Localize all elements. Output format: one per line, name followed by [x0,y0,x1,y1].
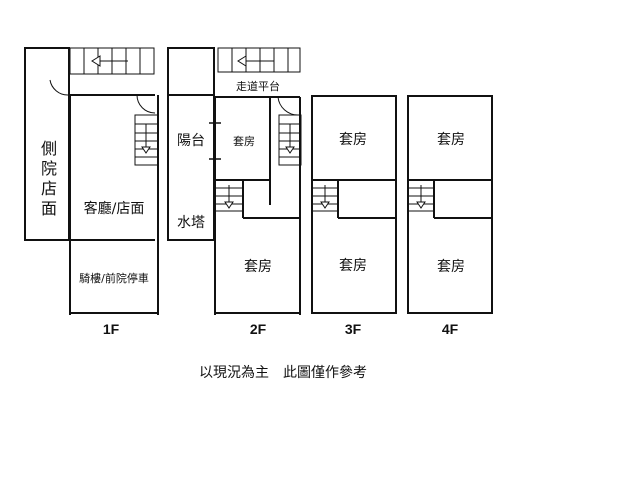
room-corridor-platform: 走道平台 [236,80,280,93]
floor-2f-walls [167,47,301,315]
room-suite-3f-bottom: 套房 [339,258,367,274]
stairs-2f-center [215,185,243,212]
stairs-2f-top [217,47,301,73]
room-living-shop: 客廳/店面 [83,201,145,217]
room-suite-4f-top: 套房 [437,132,465,148]
stairs-4f [408,185,434,212]
floor-label-4f: 4F [441,321,459,337]
room-balcony: 陽台 [177,133,205,149]
floor-1f-walls [24,47,159,315]
room-front-parking: 騎樓/前院停車 [79,272,149,285]
floor-label-3f: 3F [344,321,362,337]
disclaimer-note: 以現況為主 此圖僅作參考 [199,365,367,381]
room-suite-2f-small: 套房 [233,135,255,148]
stairs-3f [312,185,338,212]
floor-3f-walls [311,95,397,314]
room-suite-2f-large: 套房 [244,259,272,275]
room-side-shop: 側院店面 [38,140,57,220]
room-suite-4f-bottom: 套房 [437,259,465,275]
room-water-tank: 水塔 [177,215,205,231]
floor-label-2f: 2F [249,321,267,337]
room-suite-3f-top: 套房 [339,132,367,148]
stairs-1f-top [69,47,155,75]
stairs-2f-right [278,114,302,166]
floor-label-1f: 1F [102,321,120,337]
stairs-1f-inner [134,114,159,166]
